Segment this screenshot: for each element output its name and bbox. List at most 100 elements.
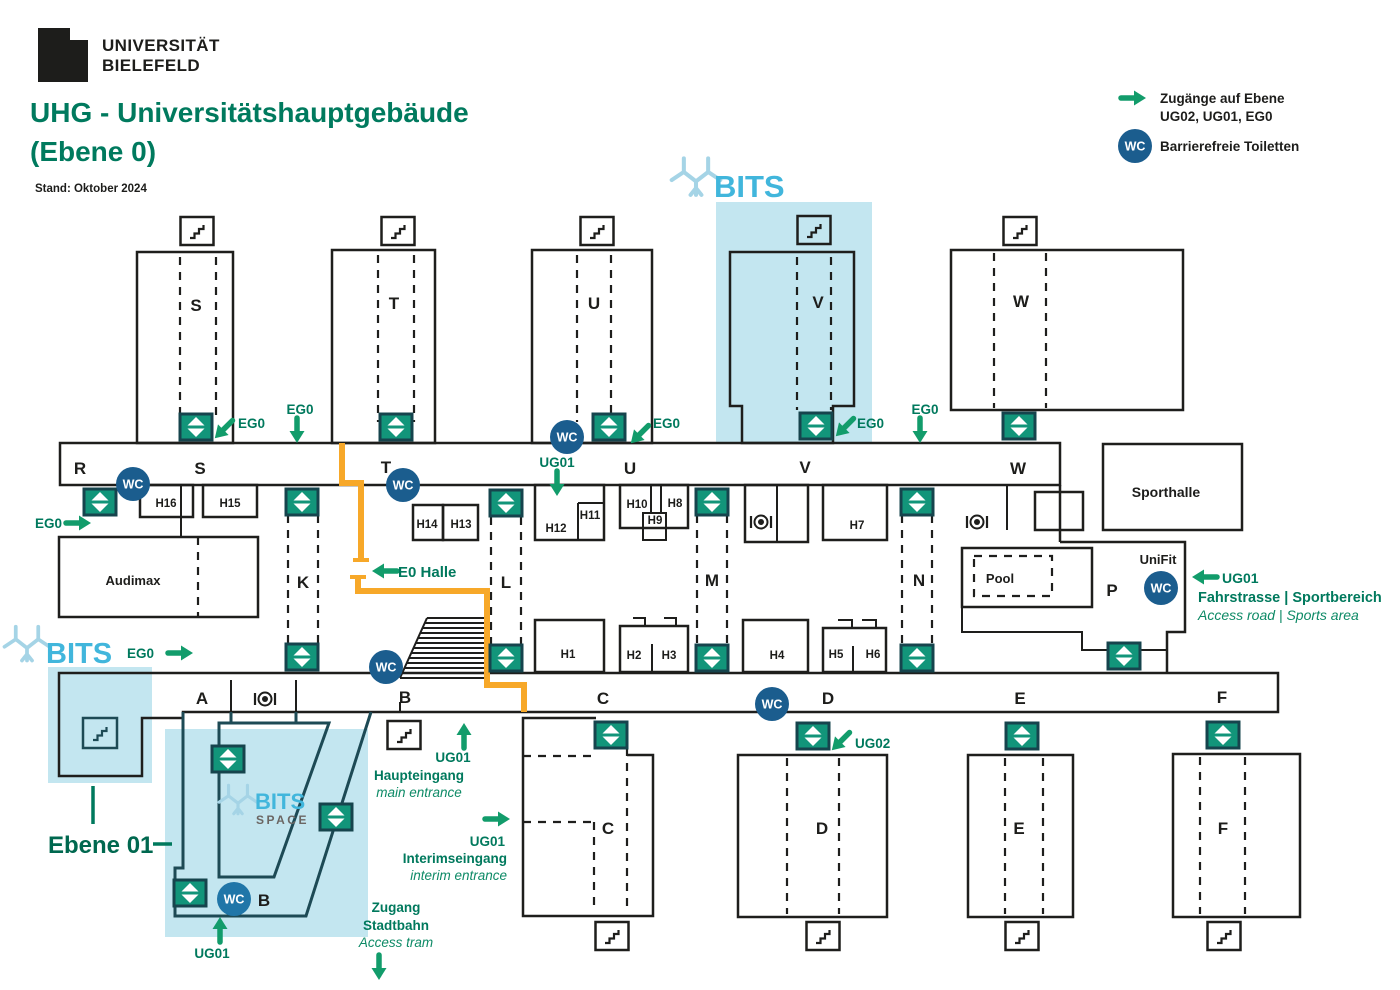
h10-h8-dividers [650,485,662,513]
wc-icons: WC WC WC WC WC WC WC [116,420,1178,916]
haupteingang-label-en: main entrance [376,785,462,800]
elevator-icon [798,411,834,441]
band-label-e: E [1014,689,1025,708]
label-audimax: Audimax [106,573,162,588]
stairs-icon [380,215,416,247]
band-label-s: S [194,459,205,478]
route-gap-ticks [350,558,369,579]
label-h6: H6 [866,649,881,661]
tower-s-corridor-dashes [178,257,218,422]
wc-icon: WC [369,650,403,684]
bits-label-left: BITS [46,638,112,670]
bits-logo-left: BITS [2,624,112,670]
tower-label-w: W [1013,292,1030,311]
section-label-l: L [501,573,511,592]
tower-v [728,250,856,445]
interim-label-de: Interimseingang [403,851,507,866]
wc-icon: WC [1144,571,1178,605]
elevator-icon [694,643,730,673]
tower-labels: S T U V W C D E F K L M N P B [190,292,1228,910]
wc-icon: WC [386,468,420,502]
ego-label-u: EG0 [653,416,680,431]
ego-label-st: EG0 [286,402,313,417]
door-ticks [230,680,401,712]
haupteingang-label-de: Haupteingang [374,768,464,783]
label-sporthalle: Sporthalle [1132,484,1201,500]
tower-u-corridor-dashes [575,255,613,422]
tower-label-f: F [1218,819,1228,838]
pool-basin-dashed [972,554,1054,598]
tower-d [736,753,889,919]
section-label-b-inner: B [258,891,270,910]
label-h5: H5 [829,649,844,661]
tower-label-s: S [190,296,201,315]
band-label-c: C [597,689,609,708]
ego-label-v: EG0 [857,416,884,431]
label-unifit: UniFit [1140,552,1177,567]
tower-label-e: E [1013,819,1024,838]
label-h7: H7 [850,520,865,532]
tower-f-dashes [1198,757,1247,914]
elevator-icon [694,487,730,517]
ug01-arrow-u [550,471,565,496]
wc-icon: WC [550,420,584,454]
ego-label-vw: EG0 [911,402,938,417]
sport-label-en: Access road | Sports area [1197,607,1359,623]
page-title-line2: (Ebene 0) [30,136,156,167]
band-label-u: U [624,459,636,478]
elevator-icon [899,487,935,517]
elevator-icon [378,412,414,442]
bits-space-logo: BITS SPACE [217,783,306,827]
e0-halle-arrow [372,564,397,579]
corridor-labels: R S T U V W A B C D E F [74,458,1227,708]
ug01-label-sport: UG01 [1222,570,1259,586]
page-title-line1: UHG - Universitätshauptgebäude [30,97,469,128]
access-annotations: EG0 EG0 EG0 EG0 EG0 EG0 EG0 UG01 E0 Hall… [35,402,1382,980]
tower-e [966,753,1075,919]
tower-t-corridor-dashes [376,255,416,422]
band-label-v: V [799,458,811,477]
ug01-arrow-sport [1192,570,1217,585]
ego-label-southwest: EG0 [127,646,154,661]
highlight-ebene01-annex [48,667,152,783]
band-label-f: F [1217,688,1227,707]
tower-v-corridor-dashes [795,257,833,410]
stair-icons [81,214,1242,952]
p-region-walls [1058,485,1187,673]
elevator-icon [591,412,627,442]
legend-wc-icon: WC [1118,129,1152,163]
pool-room [960,546,1094,609]
stairs-icon [594,920,630,952]
interim-arrow [485,812,510,827]
label-pool: Pool [986,571,1014,586]
svg-text:WC: WC [393,479,414,493]
bits-space-label-1: BITS [255,789,305,814]
bits-icon [672,158,721,194]
stairs-icon [179,215,215,247]
legend-access-line1: Zugänge auf Ebene [1160,91,1285,106]
room-h1 [533,618,606,674]
svg-text:WC: WC [123,478,144,492]
tower-t [330,248,437,445]
elevator-icon [899,643,935,673]
label-h14: H14 [416,519,438,531]
bits-highlight-zones [48,202,872,937]
label-h4: H4 [770,650,785,662]
tower-u [530,248,654,445]
tower-label-t: T [389,294,400,313]
elevator-icon [210,744,246,774]
label-h3: H3 [662,650,677,662]
h5-h6-details [838,619,877,672]
p-lower-walls [961,607,1167,651]
tram-label-en: Access tram [358,935,433,950]
restaurant-icon [749,514,773,530]
legend: Zugänge auf Ebene UG02, UG01, EG0 WC Bar… [1118,91,1299,163]
label-h13: H13 [450,519,471,531]
band-label-b: B [399,688,411,707]
section-label-k: K [297,573,310,592]
room-h9 [642,512,667,541]
label-h12: H12 [545,523,566,535]
stand-date: Stand: Oktober 2024 [35,183,147,195]
elevator-icon [593,720,629,750]
